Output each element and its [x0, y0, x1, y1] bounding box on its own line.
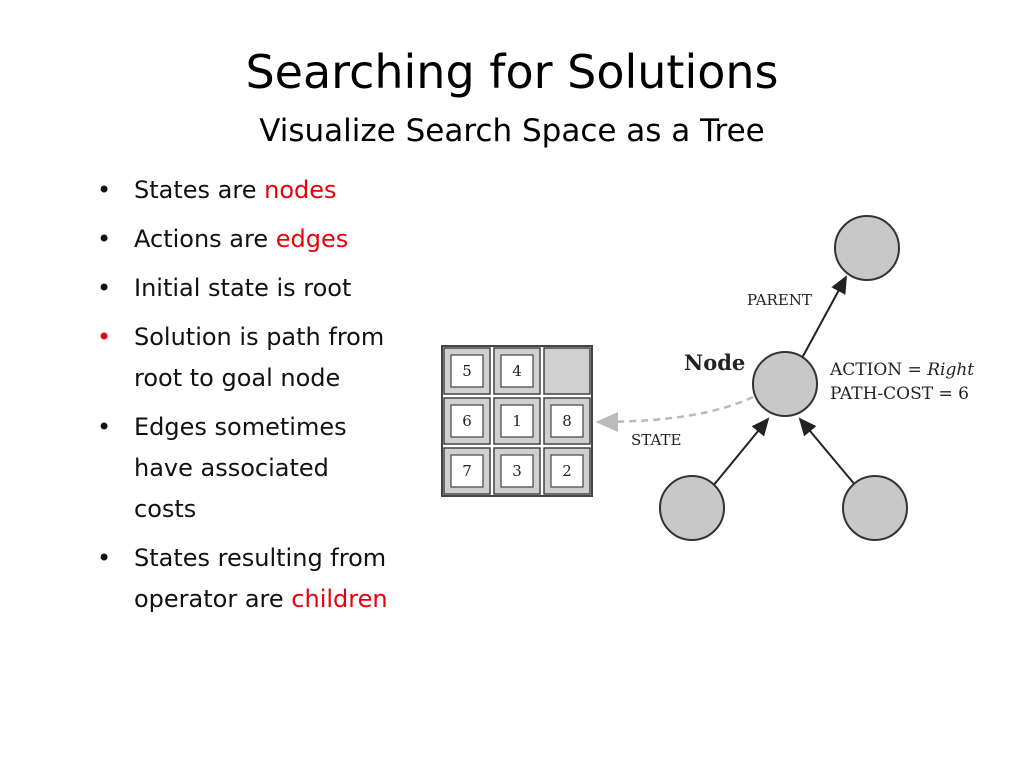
puzzle-tile-number: 6 — [462, 412, 472, 430]
path-cost-label: PATH-COST = 6 — [830, 384, 969, 404]
bullet-highlight: children — [291, 585, 388, 613]
bullet-dot: • — [97, 274, 112, 302]
slide-subtitle: Visualize Search Space as a Tree — [259, 113, 765, 149]
puzzle-blank-tile — [543, 347, 591, 395]
bullet-dot: • — [97, 225, 112, 253]
bullet-highlight: nodes — [264, 176, 337, 204]
bullet-text: States resulting from operator are — [134, 544, 387, 613]
state-label: STATE — [631, 431, 681, 449]
bullet-text: Solution is path from root to goal node — [134, 323, 385, 392]
child-node-right — [842, 475, 908, 541]
bullet-text: Edges sometimes have associated costs — [134, 413, 347, 523]
puzzle-tile-face — [550, 404, 584, 438]
puzzle-tile-number: 7 — [462, 462, 472, 480]
bullet-dot: • — [97, 176, 112, 204]
bullet-text: States are — [134, 176, 265, 204]
puzzle-tile-face — [500, 404, 534, 438]
child-edge-right — [798, 417, 857, 487]
puzzle-tile-face — [500, 454, 534, 488]
slide-title: Searching for Solutions — [245, 45, 779, 99]
bullet-dot: • — [97, 323, 112, 351]
bullet-item: • Solution is path from root to goal nod… — [95, 317, 395, 399]
bullet-list: • States are nodes • Actions are edges •… — [95, 170, 395, 628]
parent-label: PARENT — [747, 291, 812, 309]
bullet-item: • States resulting from operator are chi… — [95, 538, 395, 620]
puzzle-tile-number: 3 — [512, 462, 522, 480]
parent-node — [834, 215, 900, 281]
action-label: ACTION = Right — [829, 360, 974, 380]
child-node-left — [659, 475, 725, 541]
puzzle-grid: 5 4 6 1 8 7 3 2 — [441, 345, 593, 497]
puzzle-tile-face — [450, 404, 484, 438]
bullet-item: • States are nodes — [95, 170, 395, 211]
bullet-item: • Initial state is root — [95, 268, 395, 309]
bullet-item: • Edges sometimes have associated costs — [95, 407, 395, 530]
puzzle-tile-face — [450, 454, 484, 488]
node-label: Node — [684, 350, 745, 375]
bullet-text: Actions are — [134, 225, 276, 253]
puzzle-tile-face — [450, 354, 484, 388]
puzzle-tile-number: 5 — [462, 362, 472, 380]
search-tree-diagram: 5 4 6 1 8 7 3 2 PARENT Node STATE ACTION = Righ… — [441, 215, 974, 541]
parent-edge — [801, 275, 847, 359]
puzzle-tile-number: 8 — [562, 412, 572, 430]
bullet-dot: • — [97, 413, 112, 441]
puzzle-tile-face — [550, 454, 584, 488]
puzzle-tile-number: 2 — [562, 462, 572, 480]
bullet-text: Initial state is root — [134, 274, 352, 302]
action-label-text: ACTION = — [829, 360, 927, 380]
puzzle-tile-face — [500, 354, 534, 388]
current-node — [752, 351, 818, 417]
child-edge-left — [712, 417, 770, 487]
bullet-highlight: edges — [275, 225, 349, 253]
state-arrow — [595, 395, 754, 432]
bullet-item: • Actions are edges — [95, 219, 395, 260]
bullet-dot: • — [97, 544, 112, 572]
puzzle-tile-number: 4 — [512, 362, 522, 380]
puzzle-tile-number: 1 — [512, 412, 522, 430]
action-value: Right — [926, 360, 974, 380]
